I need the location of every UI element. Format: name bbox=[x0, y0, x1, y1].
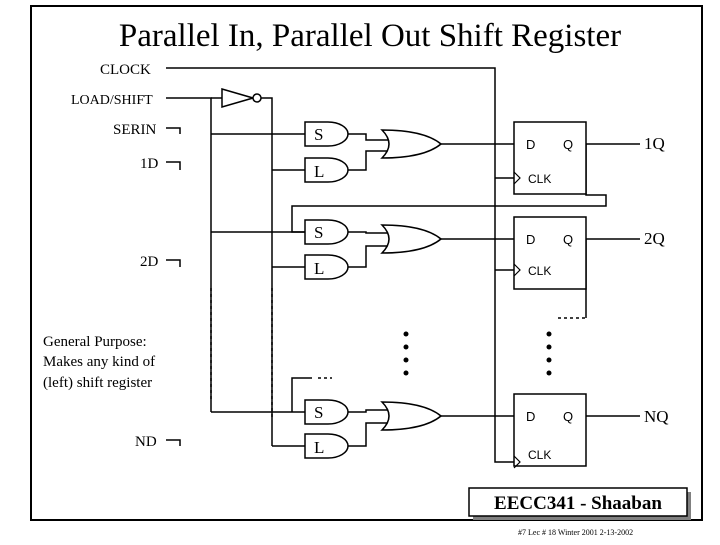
slide-info: #7 Lec # 18 Winter 2001 2-13-2002 bbox=[518, 528, 633, 537]
gate-label-l2: L bbox=[314, 259, 324, 278]
output-nq-label: NQ bbox=[644, 407, 669, 426]
or-gate-1 bbox=[380, 129, 443, 159]
gate-label-s2: S bbox=[314, 223, 323, 242]
gate-label-s1: S bbox=[314, 125, 323, 144]
output-2q-label: 2Q bbox=[644, 229, 665, 248]
flipflop-1: D Q CLK bbox=[513, 121, 587, 195]
gate-label-l1: L bbox=[314, 162, 324, 181]
note-line-2: Makes any kind of bbox=[43, 354, 155, 370]
qn-1-feedback-wire bbox=[291, 377, 312, 396]
clock-wire bbox=[166, 67, 514, 463]
q-output-wires bbox=[586, 143, 640, 417]
load-shift-label: LOAD/SHIFT bbox=[71, 93, 153, 108]
continuation-lines bbox=[210, 288, 588, 420]
and-gate-s1 bbox=[304, 121, 349, 147]
or-gate-n bbox=[380, 401, 443, 431]
and-gate-ln bbox=[304, 433, 349, 459]
slide-frame bbox=[30, 5, 703, 521]
badge-text: EECC341 - Shaaban bbox=[494, 493, 662, 514]
serin-label: SERIN bbox=[113, 122, 157, 138]
vertical-ellipsis-gates bbox=[403, 331, 409, 376]
q1-feedback-wire bbox=[291, 144, 607, 233]
load-shift-wire bbox=[166, 97, 212, 412]
ff1-d-label: D bbox=[526, 137, 535, 152]
output-1q-label: 1Q bbox=[644, 134, 665, 153]
and-gate-sn bbox=[304, 399, 349, 425]
ffn-q-label: Q bbox=[563, 409, 573, 424]
d2-wire bbox=[166, 259, 181, 267]
and-gates bbox=[304, 121, 349, 459]
input-nd-label: ND bbox=[135, 434, 157, 450]
or-to-d-wires bbox=[441, 143, 514, 417]
note-line-3: (left) shift register bbox=[43, 375, 152, 391]
ffn-d-label: D bbox=[526, 409, 535, 424]
vertical-ellipsis-flipflops bbox=[546, 331, 552, 376]
flipflop-2: D Q CLK bbox=[513, 216, 587, 290]
note-line-1: General Purpose: bbox=[43, 334, 147, 350]
and-to-or-1 bbox=[348, 133, 392, 171]
ff1-clk-label: CLK bbox=[528, 172, 551, 186]
clock-label: CLOCK bbox=[100, 62, 151, 78]
and-to-or-n bbox=[348, 409, 392, 447]
inverted-select-wire bbox=[261, 97, 273, 446]
and-gate-l2 bbox=[304, 254, 349, 280]
ffn-clk-label: CLK bbox=[528, 448, 551, 462]
ff2-clk-label: CLK bbox=[528, 264, 551, 278]
gate-labels: S L S L S L bbox=[314, 125, 324, 457]
clock-branches bbox=[495, 177, 514, 271]
d1-wire bbox=[166, 161, 181, 170]
ff1-q-label: Q bbox=[563, 137, 573, 152]
serin-wire bbox=[166, 127, 181, 134]
load-select-wires bbox=[272, 169, 305, 447]
page-title: Parallel In, Parallel Out Shift Register bbox=[119, 18, 621, 54]
dn-wire bbox=[166, 439, 181, 446]
ff2-q-label: Q bbox=[563, 232, 573, 247]
or-gates bbox=[380, 129, 443, 431]
gate-label-sn: S bbox=[314, 403, 323, 422]
and-to-or-2 bbox=[348, 231, 392, 268]
shift-select-wires bbox=[211, 133, 305, 413]
general-purpose-note: General Purpose: Makes any kind of (left… bbox=[43, 334, 155, 391]
input-2d-label: 2D bbox=[140, 254, 159, 270]
ff2-d-label: D bbox=[526, 232, 535, 247]
and-gate-s2 bbox=[304, 219, 349, 245]
inverter-gate bbox=[221, 88, 262, 108]
input-1d-label: 1D bbox=[140, 156, 159, 172]
or-gate-2 bbox=[380, 224, 443, 254]
gate-label-ln: L bbox=[314, 438, 324, 457]
flipflop-n: D Q CLK bbox=[513, 393, 587, 469]
course-badge: EECC341 - Shaaban bbox=[468, 487, 691, 520]
and-gate-l1 bbox=[304, 157, 349, 183]
